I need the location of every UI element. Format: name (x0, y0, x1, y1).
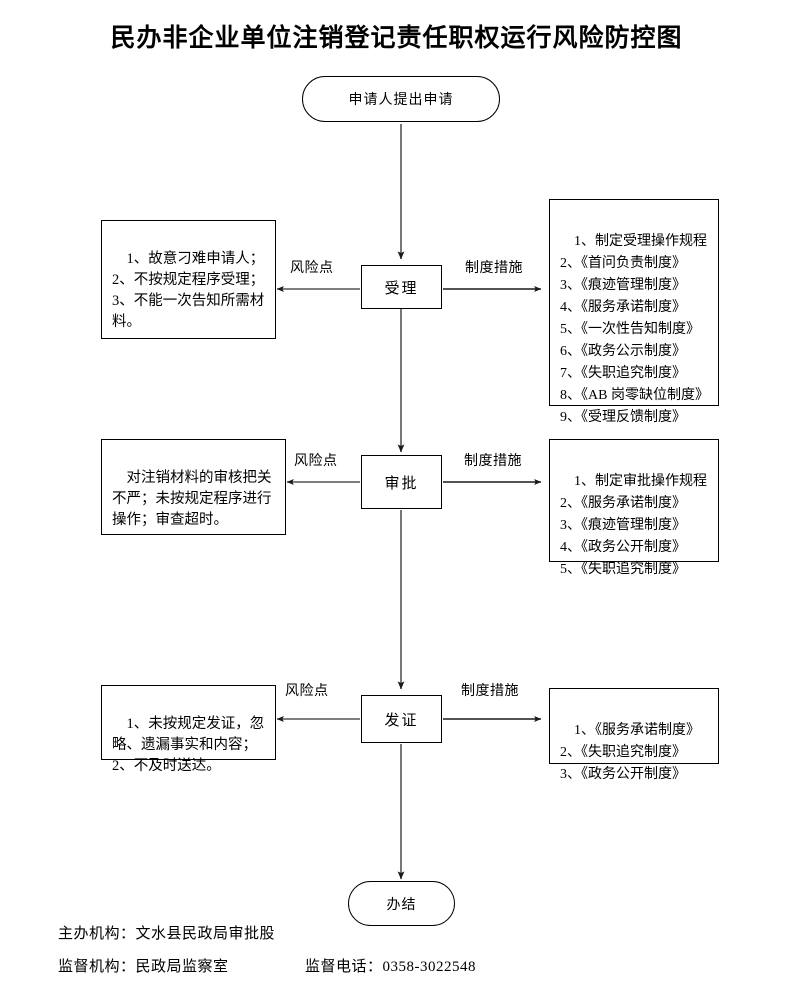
connector-label-risk-row1: 风险点 (290, 261, 334, 276)
risk-panel-shouli: 1、故意刁难申请人； 2、不按规定程序受理； 3、不能一次告知所需材料。 (101, 220, 276, 339)
risk-panel-text: 1、故意刁难申请人； 2、不按规定程序受理； 3、不能一次告知所需材料。 (112, 251, 265, 330)
process-node-fazheng: 发证 (361, 695, 442, 743)
process-node-label: 审批 (384, 475, 419, 492)
measures-panel-shouli: 1、制定受理操作规程 2、《首问负责制度》 3、《痕迹管理制度》 4、《服务承诺… (549, 199, 719, 425)
connector-label-measures-row3: 制度措施 (461, 684, 519, 699)
footer-host-agency: 主办机构：文水县民政局审批股 (58, 926, 276, 942)
measures-panel-text: 1、制定审批操作规程 2、《服务承诺制度》 3、《痕迹管理制度》 4、《政务公开… (560, 474, 707, 577)
connector-label-risk-row3: 风险点 (285, 684, 329, 699)
start-node: 申请人提出申请 (302, 76, 500, 122)
footer-supervisor-phone: 监督电话：0358-3022548 (305, 959, 476, 975)
measures-panel-text: 1、《服务承诺制度》 2、《失职追究制度》 3、《政务公开制度》 (560, 723, 700, 782)
risk-panel-text: 1、未按规定发证，忽略、遗漏事实和内容； 2、不及时送达。 (112, 716, 265, 774)
risk-panel-text: 对注销材料的审核把关不严；未按规定程序进行操作；审查超时。 (112, 470, 272, 528)
page-title: 民办非企业单位注销登记责任职权运行风险防控图 (110, 24, 683, 52)
start-node-label: 申请人提出申请 (348, 93, 454, 108)
measures-panel-fazheng: 1、《服务承诺制度》 2、《失职追究制度》 3、《政务公开制度》 (549, 688, 719, 782)
process-node-label: 受理 (384, 280, 419, 297)
end-node-label: 办结 (386, 897, 417, 913)
connector-label-risk-row2: 风险点 (294, 454, 338, 469)
measures-panel-text: 1、制定受理操作规程 2、《首问负责制度》 3、《痕迹管理制度》 4、《服务承诺… (560, 234, 709, 425)
risk-panel-fazheng: 1、未按规定发证，忽略、遗漏事实和内容； 2、不及时送达。 (101, 685, 276, 774)
connector-label-measures-row2: 制度措施 (464, 454, 522, 469)
connector-label-measures-row1: 制度措施 (465, 261, 523, 276)
risk-panel-shenpi: 对注销材料的审核把关不严；未按规定程序进行操作；审查超时。 (101, 439, 286, 535)
end-node: 办结 (348, 881, 455, 926)
process-node-shouli: 受理 (361, 265, 442, 309)
process-node-shenpi: 审批 (361, 455, 442, 509)
measures-panel-shenpi: 1、制定审批操作规程 2、《服务承诺制度》 3、《痕迹管理制度》 4、《政务公开… (549, 439, 719, 577)
process-node-label: 发证 (384, 712, 419, 729)
footer-supervisor-agency: 监督机构：民政局监察室 (58, 959, 229, 975)
